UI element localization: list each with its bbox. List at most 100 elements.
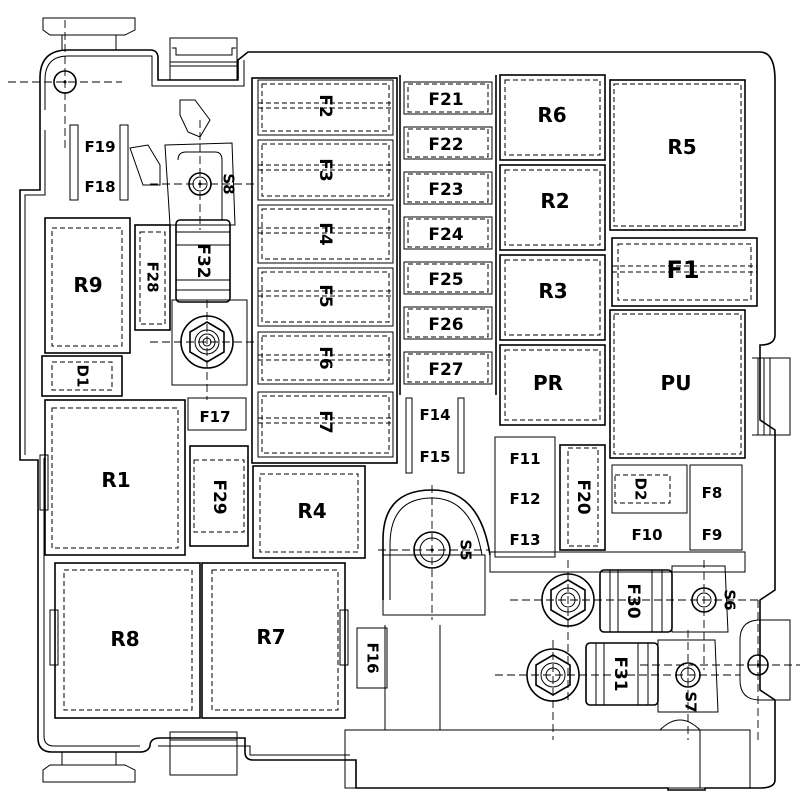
relay-r3-label: R3 — [538, 279, 567, 303]
housing-outline — [8, 17, 800, 791]
fuse-f5[interactable]: F5 — [257, 267, 394, 327]
fuse-column-f2-f7 — [251, 77, 398, 464]
stud-s6-label: S6 — [721, 589, 739, 610]
fuse-f5-label: F5 — [315, 284, 335, 307]
relay-r2-label: R2 — [540, 189, 569, 213]
fuse-f12[interactable]: F12 — [509, 490, 540, 508]
relay-r6-label: R6 — [537, 103, 566, 127]
relay-r1-label: R1 — [101, 468, 130, 492]
fuse-f13-label: F13 — [509, 531, 540, 549]
fuse-f17-label: F17 — [199, 408, 230, 426]
fuse-f21[interactable]: F21 — [403, 81, 493, 115]
fuse-f24-label: F24 — [428, 225, 463, 245]
clip — [179, 99, 211, 138]
connector-strip — [489, 551, 746, 573]
fuse-f11-label: F11 — [509, 450, 540, 468]
relay-r5[interactable]: R5 — [609, 79, 746, 231]
fuse-f27-label: F27 — [428, 360, 463, 380]
relay-r5-label: R5 — [667, 135, 696, 159]
stud-s5: S5 — [378, 485, 491, 620]
fuse-f26[interactable]: F26 — [403, 306, 493, 340]
fuse-f23-label: F23 — [428, 180, 463, 200]
fuse-f16[interactable]: F16 — [356, 627, 388, 689]
fuse-f25[interactable]: F25 — [403, 261, 493, 295]
fuse-f30-label: F30 — [623, 583, 643, 618]
relay-r9[interactable]: R9 — [44, 217, 131, 354]
clip — [129, 144, 161, 186]
fuse-f27[interactable]: F27 — [403, 351, 493, 385]
relay-r6[interactable]: R6 — [499, 74, 606, 161]
fuse-f1[interactable]: F1 — [611, 237, 758, 307]
relay-pu[interactable]: PU — [609, 309, 746, 459]
fuse-column-f21-f27 — [399, 75, 497, 395]
fuse-f29[interactable]: F29 — [189, 445, 249, 547]
fuse-f6-label: F6 — [315, 346, 335, 369]
fuse-f8[interactable]: F8 — [689, 464, 743, 551]
fuse-f16-label: F16 — [364, 642, 382, 673]
fuse-f14[interactable]: F14 — [405, 397, 465, 474]
fuse-f3[interactable]: F3 — [257, 139, 394, 201]
fuse-f7[interactable]: F7 — [257, 391, 394, 458]
fuse-f9[interactable]: F9 — [702, 526, 723, 544]
fuse-f20[interactable]: F20 — [559, 444, 606, 551]
stud-s7-label: S7 — [682, 691, 700, 712]
relay-r1[interactable]: R1 — [39, 399, 186, 556]
fuse-f11[interactable]: F11 — [494, 436, 556, 558]
stud-s5-label: S5 — [457, 539, 475, 560]
stud-hex-bolt — [150, 299, 258, 400]
fuse-f24[interactable]: F24 — [403, 216, 493, 250]
fuse-f3-label: F3 — [315, 158, 335, 181]
fuse-f10[interactable]: F10 — [631, 526, 662, 544]
fuse-f32-label: F32 — [193, 243, 213, 278]
fuse-f28-label: F28 — [144, 261, 162, 292]
fuse-f19[interactable]: F19 — [69, 124, 129, 201]
diode-d2[interactable]: D2 — [611, 464, 688, 514]
relay-pr-label: PR — [533, 371, 563, 395]
fuse-f29-label: F29 — [209, 479, 229, 514]
fuse-f8-label: F8 — [702, 484, 723, 502]
fuse-f6[interactable]: F6 — [257, 331, 394, 385]
fuse-f2-label: F2 — [315, 94, 335, 117]
fuse-f28[interactable]: F28 — [134, 224, 171, 331]
fuse-f21-label: F21 — [428, 90, 463, 110]
fuse-f15-label: F15 — [419, 448, 450, 466]
diode-d2-label: D2 — [632, 478, 650, 501]
relay-r8-label: R8 — [110, 627, 139, 651]
fuse-f17[interactable]: F17 — [187, 397, 247, 431]
fuse-f15[interactable]: F15 — [419, 448, 450, 466]
fuse-f26-label: F26 — [428, 315, 463, 335]
relay-r2[interactable]: R2 — [499, 164, 606, 251]
relay-r7[interactable]: R7 — [201, 562, 349, 719]
fuse-f12-label: F12 — [509, 490, 540, 508]
fuse-f25-label: F25 — [428, 270, 463, 290]
fuse-f18[interactable]: F18 — [84, 178, 115, 196]
stud-s6: S6 — [671, 560, 739, 670]
stud-s7: S7 — [657, 630, 719, 740]
fuse-f22[interactable]: F22 — [403, 126, 493, 160]
relay-r3[interactable]: R3 — [499, 254, 606, 341]
stud-s8: S8 — [150, 120, 255, 230]
fuse-f20-label: F20 — [573, 479, 593, 514]
fuse-f13[interactable]: F13 — [509, 531, 540, 549]
relay-r9-label: R9 — [73, 273, 102, 297]
fuse-f4[interactable]: F4 — [257, 204, 394, 264]
relay-r8[interactable]: R8 — [49, 562, 201, 719]
fuse-f18-label: F18 — [84, 178, 115, 196]
fuse-f1-label: F1 — [666, 256, 699, 284]
diode-d1[interactable]: D1 — [41, 355, 123, 397]
relay-pr[interactable]: PR — [499, 344, 606, 426]
fuse-f4-label: F4 — [315, 222, 335, 246]
fuse-f10-label: F10 — [631, 526, 662, 544]
fuse-f23[interactable]: F23 — [403, 171, 493, 205]
stud-s8-label: S8 — [220, 173, 238, 194]
fuse-f31-label: F31 — [610, 656, 630, 691]
diode-d1-label: D1 — [74, 365, 92, 388]
relay-pu-label: PU — [661, 371, 692, 395]
fuse-f2[interactable]: F2 — [257, 79, 394, 136]
fuse-f32[interactable]: F32 — [175, 219, 231, 303]
relay-r4[interactable]: R4 — [252, 465, 366, 559]
fuse-f31[interactable]: F31 — [495, 640, 740, 740]
fuse-f9-label: F9 — [702, 526, 723, 544]
fuse-f22-label: F22 — [428, 135, 463, 155]
